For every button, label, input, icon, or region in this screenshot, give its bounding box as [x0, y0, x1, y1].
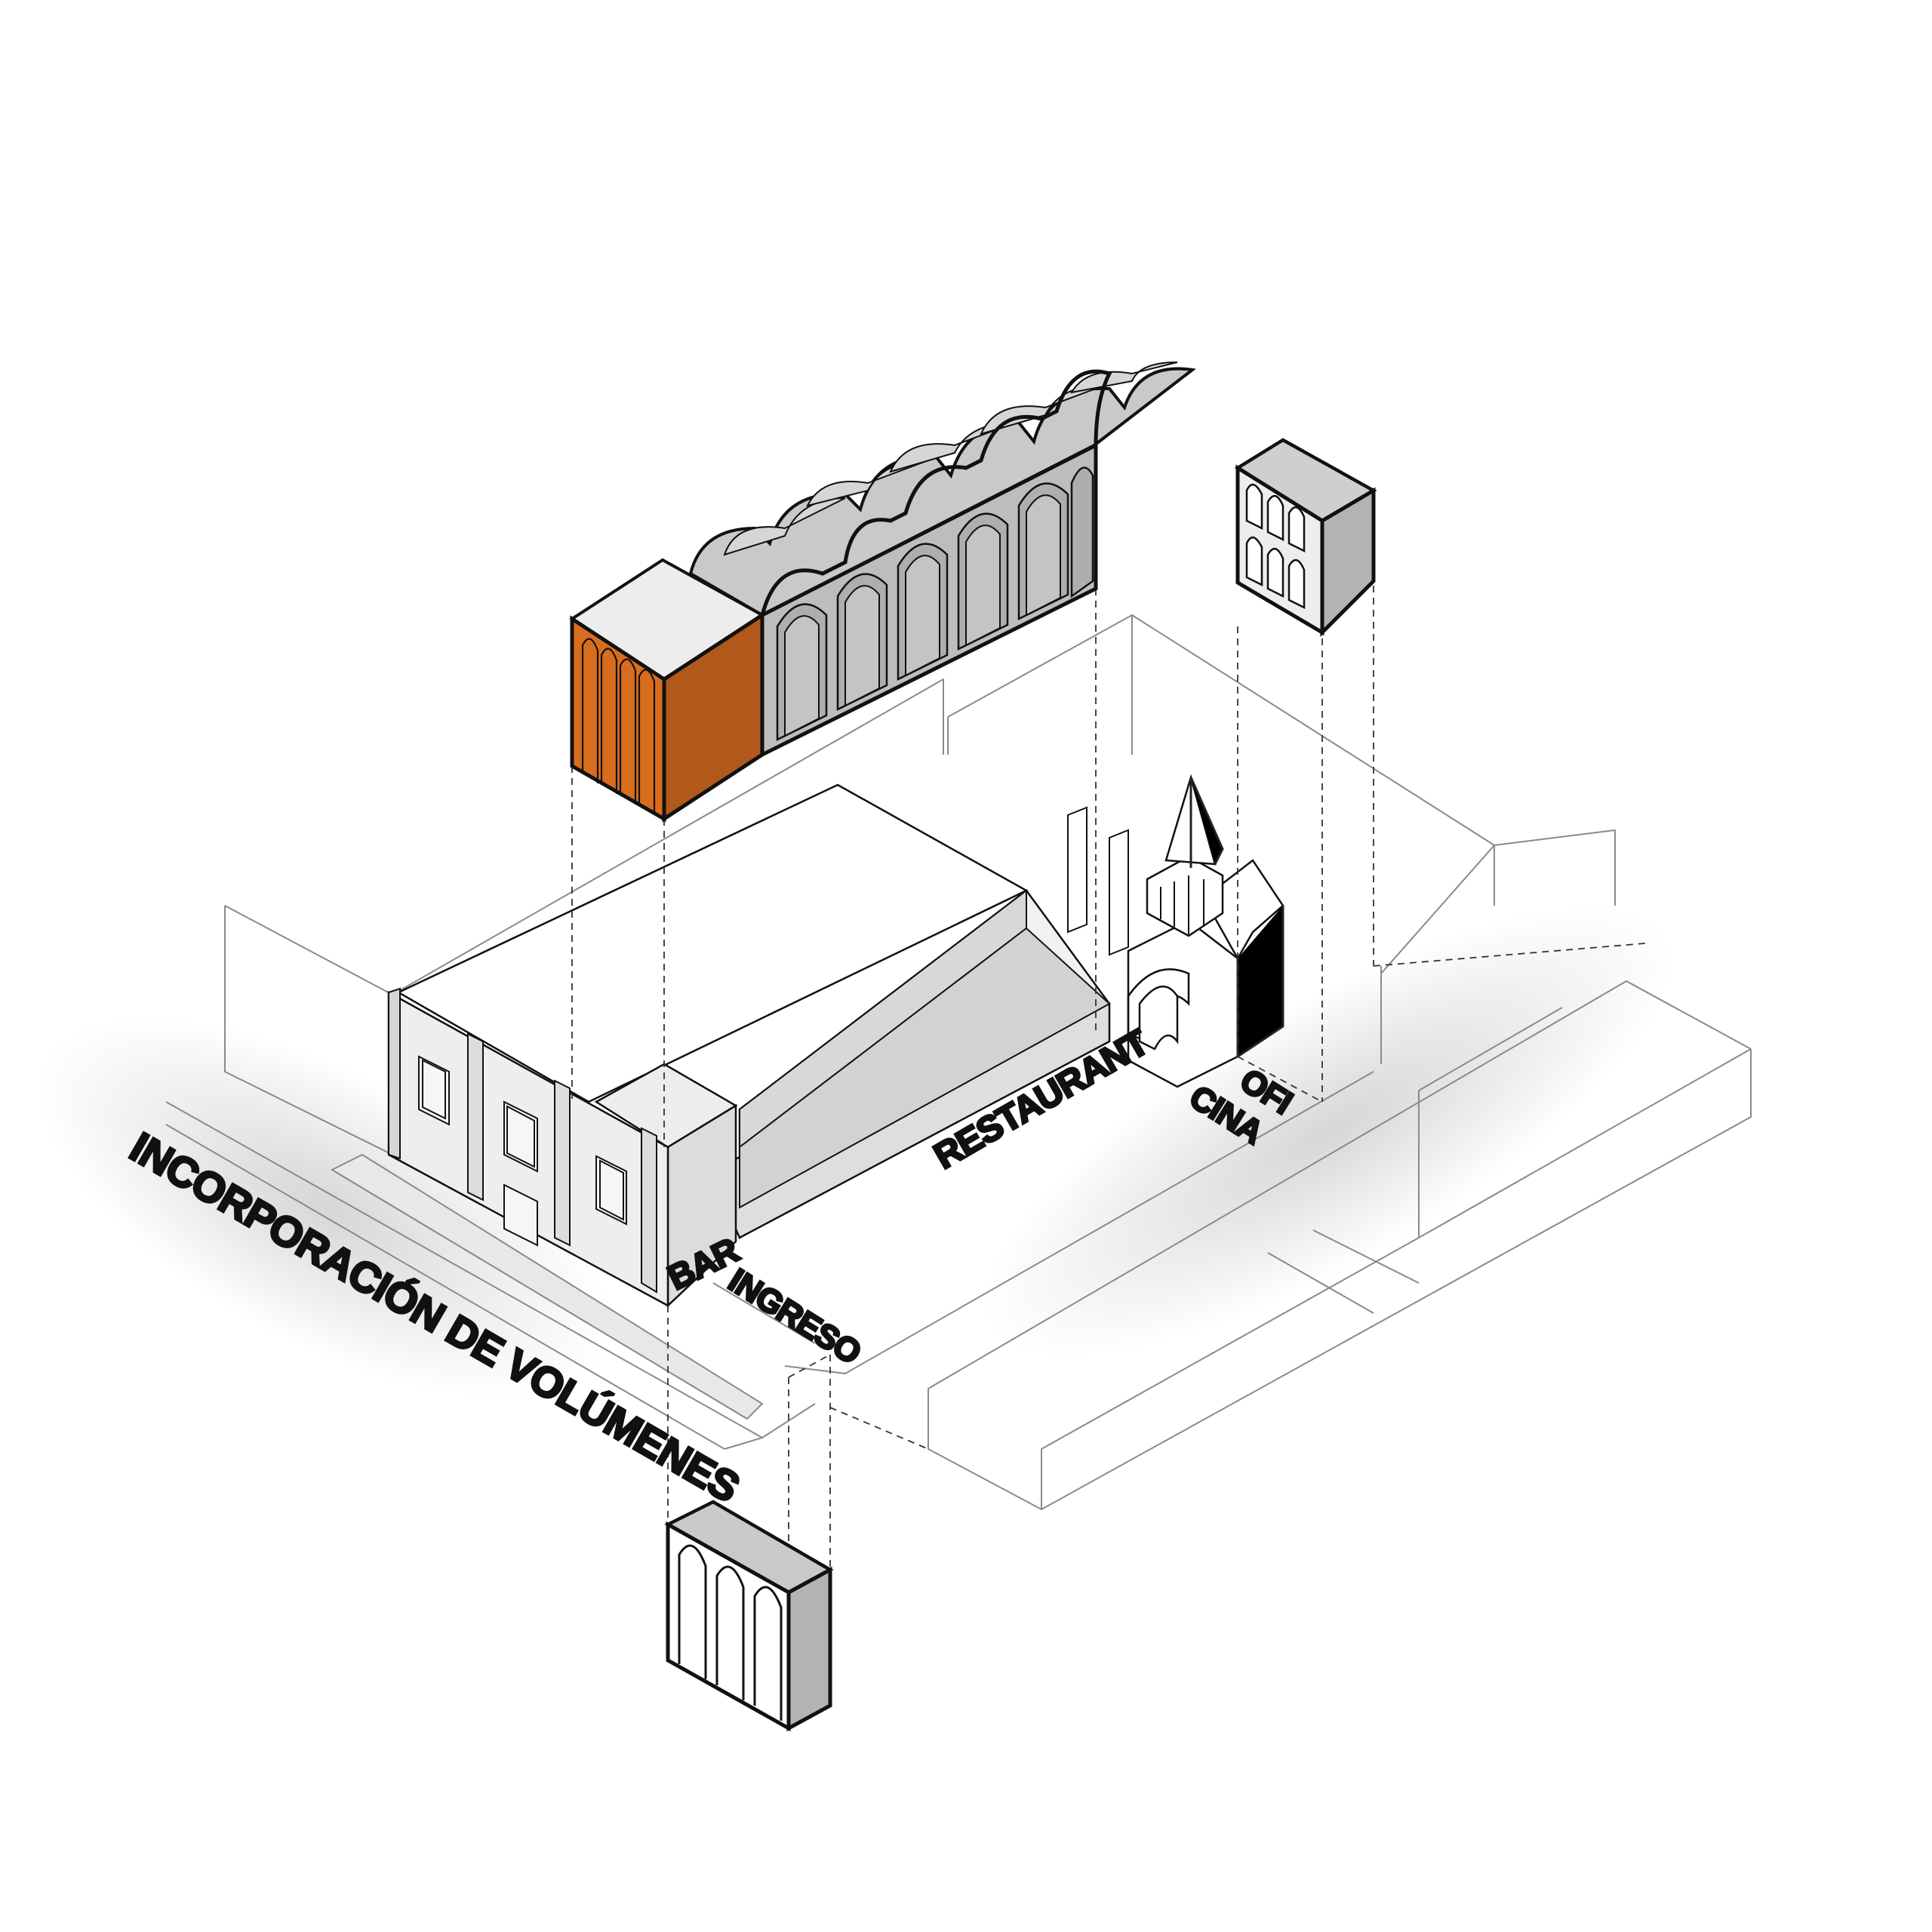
ground-shadows — [37, 906, 1675, 1399]
chapel — [1067, 774, 1284, 1088]
orange-volume — [569, 558, 765, 823]
label-ingreso: INGRESO — [722, 1262, 867, 1371]
restaurant-block — [387, 783, 1111, 1308]
entrance-arcade — [664, 1500, 834, 1732]
office-cube — [1234, 438, 1377, 638]
vault-volume — [688, 361, 1196, 758]
